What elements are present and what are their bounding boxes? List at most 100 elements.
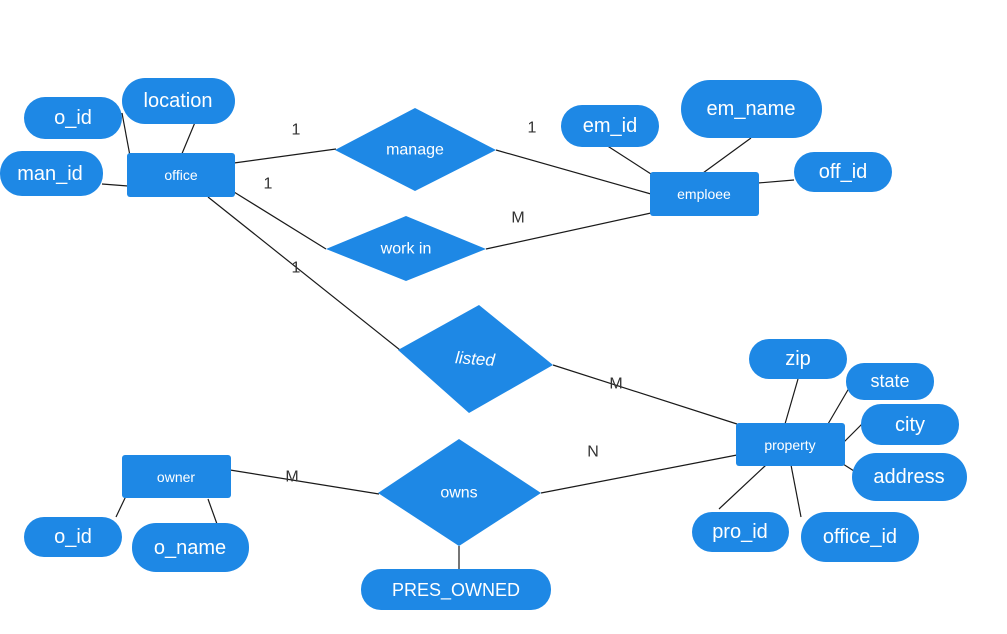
attribute-pill <box>861 404 959 445</box>
attribute-label: city <box>895 414 925 436</box>
attribute-pill <box>681 80 822 138</box>
edge-property-city <box>842 423 863 444</box>
cardinality-owns-owner: M <box>285 469 298 486</box>
entity-property[interactable]: property <box>736 423 845 466</box>
entity-owner[interactable]: owner <box>122 455 231 498</box>
edge-manage-emploee <box>495 149 652 195</box>
attribute-office-man-id[interactable]: man_id <box>0 151 103 196</box>
attribute-owns-pres-owned[interactable]: PRES_OWNED <box>361 569 551 610</box>
attribute-label: PRES_OWNED <box>392 580 520 601</box>
attribute-label: location <box>144 90 213 112</box>
cardinality-manage-office: 1 <box>292 122 301 139</box>
attribute-pill <box>361 569 551 610</box>
relationship-label-work-in: work in <box>380 241 432 258</box>
cardinality-work-in-emploee: M <box>511 210 524 227</box>
cardinality-manage-emploee: 1 <box>528 120 537 137</box>
attribute-pill <box>846 363 934 400</box>
attribute-property-city[interactable]: city <box>861 404 959 445</box>
attribute-label: o_id <box>54 107 92 129</box>
attribute-pill <box>561 105 659 147</box>
relationship-owns[interactable]: owns <box>378 439 541 546</box>
relationship-diamond <box>335 108 496 191</box>
entity-label-property: property <box>764 437 815 453</box>
edge-owner-o-id <box>115 495 127 518</box>
relationship-manage[interactable]: manage <box>335 108 496 191</box>
entity-label-owner: owner <box>157 469 195 485</box>
edge-owner-owns <box>229 469 380 495</box>
edge-listed-property <box>552 364 738 425</box>
edge-office-manage <box>233 148 337 164</box>
attribute-label: state <box>870 371 909 391</box>
attribute-label: man_id <box>17 163 83 185</box>
attribute-label: o_name <box>154 537 226 559</box>
edge-owns-property <box>540 454 738 494</box>
entity-label-emploee: emploee <box>677 186 731 202</box>
entity-emploee[interactable]: emploee <box>650 172 759 216</box>
cardinality-listed-property: M <box>609 376 622 393</box>
attribute-office-o-id[interactable]: o_id <box>24 97 122 139</box>
edge-property-pro-id <box>718 464 767 510</box>
edge-office-listed <box>207 196 401 351</box>
edge-property-zip <box>784 378 799 425</box>
edge-property-office-id <box>790 464 802 518</box>
attribute-owner-o-id[interactable]: o_id <box>24 517 122 557</box>
attribute-pill <box>749 339 847 379</box>
edge-emploee-em-id <box>605 144 652 175</box>
cardinality-work-in-office: 1 <box>264 176 273 193</box>
attribute-property-state[interactable]: state <box>846 363 934 400</box>
attribute-label: address <box>873 466 944 488</box>
edge-owner-o-name <box>207 498 218 525</box>
edge-work-in-emploee <box>485 212 652 250</box>
attribute-label: office_id <box>823 526 897 548</box>
attribute-property-office-id[interactable]: office_id <box>801 512 919 562</box>
relationship-diamond <box>326 216 486 281</box>
edge-emploee-off-id <box>757 179 795 184</box>
attribute-emploee-em-name[interactable]: em_name <box>681 80 822 138</box>
relationship-label-manage: manage <box>386 142 444 159</box>
edge-property-address <box>842 463 855 472</box>
attribute-property-pro-id[interactable]: pro_id <box>692 512 789 552</box>
attribute-pill <box>852 453 967 501</box>
attribute-property-zip[interactable]: zip <box>749 339 847 379</box>
attribute-pill <box>692 512 789 552</box>
attribute-label: off_id <box>819 161 868 183</box>
attribute-pill <box>122 78 235 124</box>
attribute-pill <box>24 97 122 139</box>
edge-emploee-em-name <box>702 137 752 174</box>
attribute-label: pro_id <box>712 521 768 543</box>
entity-box <box>122 455 231 498</box>
relationship-work-in[interactable]: work in <box>326 216 486 281</box>
relationship-diamond <box>378 439 541 546</box>
attribute-owner-o-name[interactable]: o_name <box>132 523 249 572</box>
edge-office-location <box>180 119 197 157</box>
attribute-office-location[interactable]: location <box>122 78 235 124</box>
attribute-pill <box>801 512 919 562</box>
attribute-pill <box>132 523 249 572</box>
entity-box <box>127 153 235 197</box>
entity-label-office: office <box>164 167 197 183</box>
relationship-label-listed: listed <box>455 348 496 370</box>
cardinality-labels: 1 1 1 M 1 M M N <box>264 120 623 486</box>
relationship-diamond <box>398 305 553 413</box>
attribute-label: o_id <box>54 526 92 548</box>
connector-lines <box>101 112 863 569</box>
entity-box <box>736 423 845 466</box>
edge-office-man-id <box>101 183 129 187</box>
edge-office-work-in <box>233 191 327 250</box>
attribute-pill <box>24 517 122 557</box>
attribute-property-address[interactable]: address <box>852 453 967 501</box>
attribute-pill <box>0 151 103 196</box>
relationship-label-owns: owns <box>440 485 477 502</box>
attribute-emploee-off-id[interactable]: off_id <box>794 152 892 192</box>
attribute-label: zip <box>785 348 811 370</box>
attribute-label: em_id <box>583 115 637 137</box>
cardinality-owns-property: N <box>587 444 599 461</box>
attribute-emploee-em-id[interactable]: em_id <box>561 105 659 147</box>
entity-office[interactable]: office <box>127 153 235 197</box>
attribute-label: em_name <box>707 98 796 120</box>
entity-box <box>650 172 759 216</box>
edge-office-o-id <box>121 112 131 157</box>
attribute-pill <box>794 152 892 192</box>
relationship-listed[interactable]: listed <box>398 305 553 413</box>
